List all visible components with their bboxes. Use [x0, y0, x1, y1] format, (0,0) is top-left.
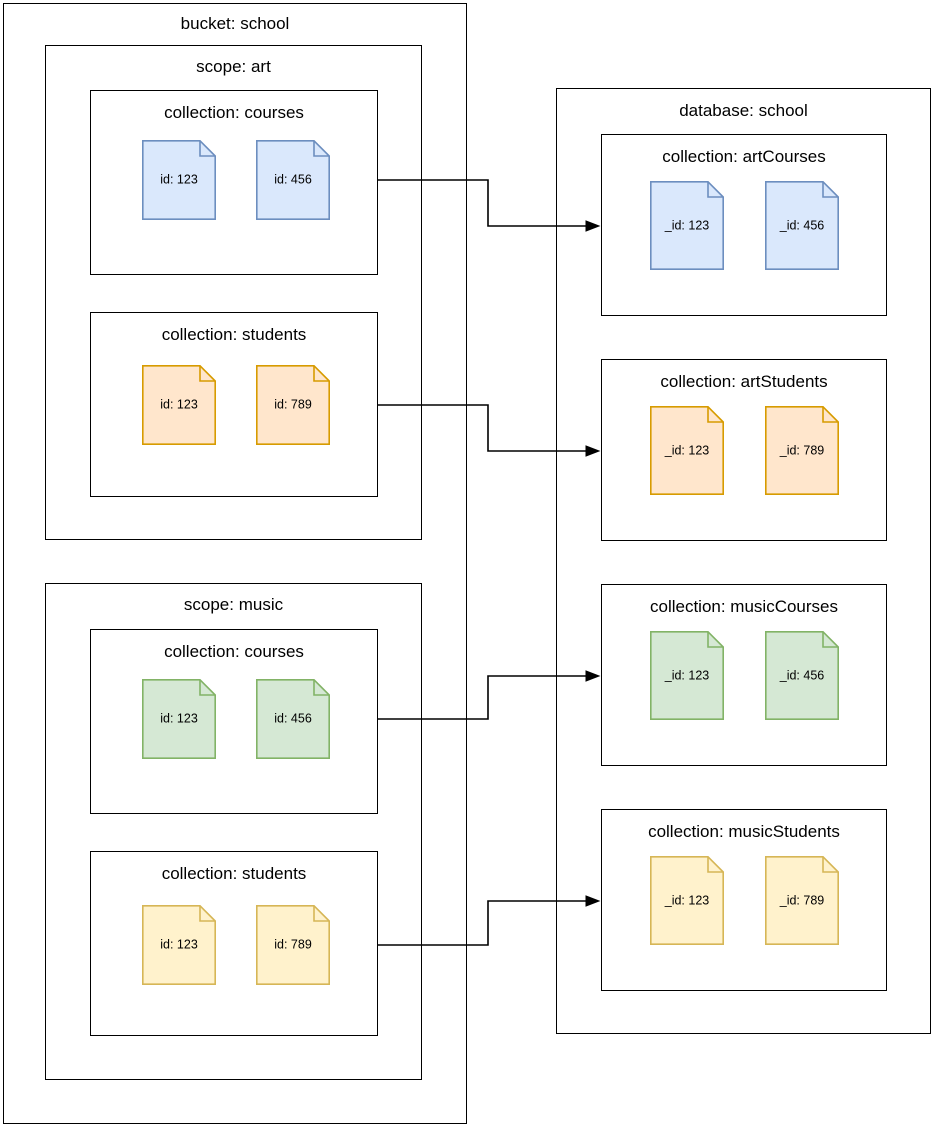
db-document-artCourses-2[interactable]: _id: 456 — [765, 181, 839, 270]
db-collection-container-musicStudents[interactable]: collection: musicStudents — [601, 809, 887, 991]
document-icon — [765, 406, 839, 495]
document-icon — [765, 631, 839, 720]
collection-container-music-courses[interactable]: collection: courses — [90, 629, 378, 814]
collection-title-music-courses: collection: courses — [164, 642, 304, 661]
db-document-musicCourses-1[interactable]: _id: 123 — [650, 631, 724, 720]
db-document-musicStudents-1[interactable]: _id: 123 — [650, 856, 724, 945]
document-icon — [142, 365, 216, 445]
document-music-students-2[interactable]: id: 789 — [256, 905, 330, 985]
db-collection-title-musicStudents: collection: musicStudents — [648, 822, 840, 841]
document-icon — [650, 181, 724, 270]
db-collection-title-musicCourses: collection: musicCourses — [649, 597, 838, 616]
document-icon — [256, 679, 330, 759]
document-art-courses-1[interactable]: id: 123 — [142, 140, 216, 220]
document-music-courses-2[interactable]: id: 456 — [256, 679, 330, 759]
db-document-artStudents-2[interactable]: _id: 789 — [765, 406, 839, 495]
collection-title-art-courses: collection: courses — [164, 103, 304, 122]
document-art-courses-2[interactable]: id: 456 — [256, 140, 330, 220]
db-document-musicCourses-2[interactable]: _id: 456 — [765, 631, 839, 720]
document-icon — [256, 140, 330, 220]
db-document-musicStudents-2[interactable]: _id: 789 — [765, 856, 839, 945]
database-title: database: school — [679, 101, 808, 120]
document-icon — [256, 365, 330, 445]
db-document-artCourses-1[interactable]: _id: 123 — [650, 181, 724, 270]
db-collection-container-artCourses[interactable]: collection: artCourses — [601, 134, 887, 316]
document-icon — [650, 631, 724, 720]
document-icon — [650, 856, 724, 945]
collection-title-art-students: collection: students — [161, 325, 307, 344]
scope-title-music: scope: music — [183, 595, 284, 614]
document-icon — [765, 856, 839, 945]
db-collection-container-musicCourses[interactable]: collection: musicCourses — [601, 584, 887, 766]
document-music-courses-1[interactable]: id: 123 — [142, 679, 216, 759]
scope-title-art: scope: art — [196, 57, 271, 76]
collection-container-music-students[interactable]: collection: students — [90, 851, 378, 1036]
db-collection-container-artStudents[interactable]: collection: artStudents — [601, 359, 887, 541]
document-music-students-1[interactable]: id: 123 — [142, 905, 216, 985]
db-collection-title-artStudents: collection: artStudents — [660, 372, 828, 391]
document-icon — [142, 140, 216, 220]
db-collection-title-artCourses: collection: artCourses — [662, 147, 826, 166]
collection-container-art-students[interactable]: collection: students — [90, 312, 378, 497]
document-art-students-1[interactable]: id: 123 — [142, 365, 216, 445]
db-document-artStudents-1[interactable]: _id: 123 — [650, 406, 724, 495]
document-icon — [650, 406, 724, 495]
collection-container-art-courses[interactable]: collection: courses — [90, 90, 378, 275]
collection-title-music-students: collection: students — [161, 864, 307, 883]
document-icon — [142, 679, 216, 759]
document-icon — [256, 905, 330, 985]
document-icon — [142, 905, 216, 985]
document-icon — [765, 181, 839, 270]
document-art-students-2[interactable]: id: 789 — [256, 365, 330, 445]
bucket-title: bucket: school — [180, 14, 290, 33]
